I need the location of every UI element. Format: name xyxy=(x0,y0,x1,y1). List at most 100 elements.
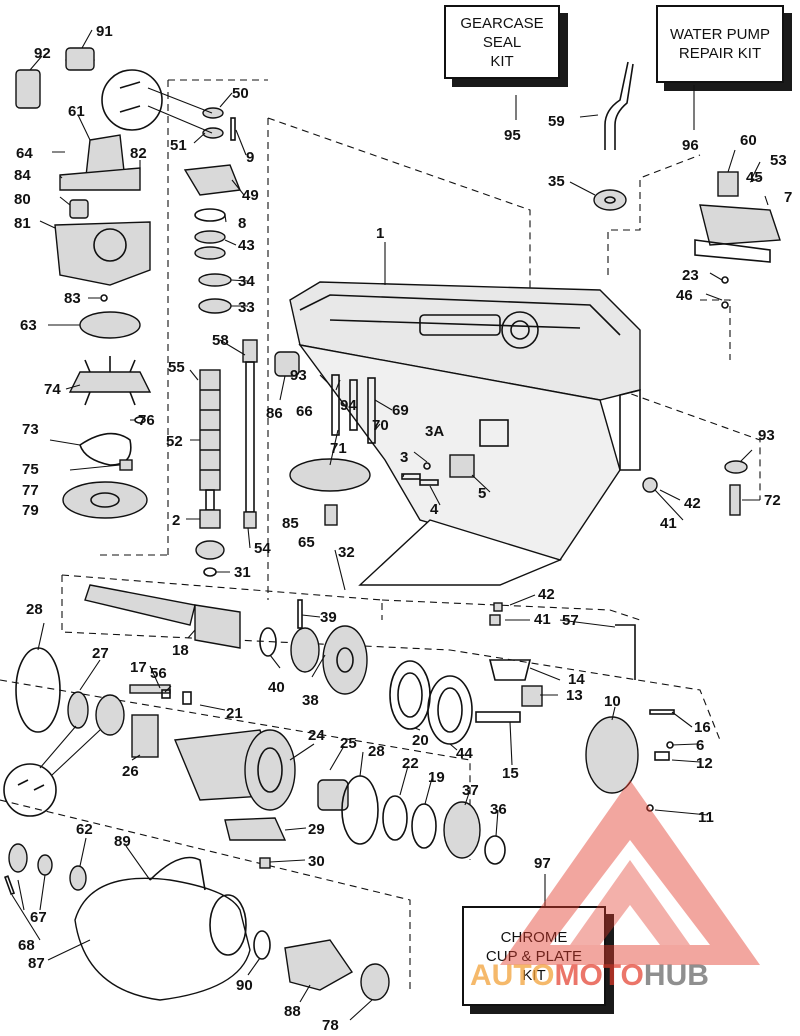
callout-3A: 3A xyxy=(425,423,444,440)
callout-51: 51 xyxy=(170,137,187,154)
callout-4: 4 xyxy=(430,501,439,518)
callout-52: 52 xyxy=(166,433,183,450)
callout-28a: 28 xyxy=(26,601,43,618)
callout-27: 27 xyxy=(92,645,109,662)
callout-82: 82 xyxy=(130,145,147,162)
callout-72: 72 xyxy=(764,492,781,509)
callout-65: 65 xyxy=(298,534,315,551)
callout-96: 96 xyxy=(682,137,699,154)
callout-8: 8 xyxy=(238,215,246,232)
callout-35: 35 xyxy=(548,173,565,190)
callout-94: 94 xyxy=(340,397,357,414)
callout-25: 25 xyxy=(340,735,357,752)
center-parts xyxy=(274,61,781,526)
callout-54: 54 xyxy=(254,540,271,557)
callout-24: 24 xyxy=(308,727,325,744)
callout-74: 74 xyxy=(44,381,61,398)
callout-33: 33 xyxy=(238,299,255,316)
callout-14: 14 xyxy=(568,671,585,688)
callout-10: 10 xyxy=(604,693,621,710)
callout-2: 2 xyxy=(172,512,180,529)
callout-38: 38 xyxy=(302,692,319,709)
callout-79: 79 xyxy=(22,502,39,519)
callout-21: 21 xyxy=(226,705,243,722)
watermark-mountain-icon xyxy=(570,860,690,945)
callout-64: 64 xyxy=(16,145,33,162)
callout-13: 13 xyxy=(566,687,583,704)
callout-49: 49 xyxy=(242,187,259,204)
callout-20: 20 xyxy=(412,732,429,749)
callout-9: 9 xyxy=(246,149,254,166)
callout-85: 85 xyxy=(282,515,299,532)
callout-78: 78 xyxy=(322,1017,339,1034)
watermark-text: AUTOMOTOHUB xyxy=(470,959,709,992)
callout-26: 26 xyxy=(122,763,139,780)
callout-88: 88 xyxy=(284,1003,301,1020)
callout-1: 1 xyxy=(376,225,384,242)
callout-23: 23 xyxy=(682,267,699,284)
callout-93b: 93 xyxy=(758,427,775,444)
driveshaft-stack xyxy=(183,107,258,577)
callout-22: 22 xyxy=(402,755,419,772)
clip-detail-views xyxy=(3,69,213,817)
propshaft-and-gears xyxy=(15,584,675,869)
water-pump-parts xyxy=(15,47,152,519)
callout-18: 18 xyxy=(172,642,189,659)
callout-3: 3 xyxy=(400,449,408,466)
callout-6: 6 xyxy=(696,737,704,754)
callout-40: 40 xyxy=(268,679,285,696)
gearcase-housing xyxy=(289,281,641,586)
callout-84: 84 xyxy=(14,167,31,184)
callout-77: 77 xyxy=(22,482,39,499)
callout-53: 53 xyxy=(770,152,787,169)
callout-17: 17 xyxy=(130,659,147,676)
callout-93a: 93 xyxy=(290,367,307,384)
callout-95: 95 xyxy=(504,127,521,144)
callout-45: 45 xyxy=(746,169,763,186)
callout-83: 83 xyxy=(64,290,81,307)
callout-69: 69 xyxy=(392,402,409,419)
callout-63: 63 xyxy=(20,317,37,334)
callout-34: 34 xyxy=(238,273,255,290)
callout-labels: 91 92 61 64 82 84 80 81 83 63 74 55 76 7… xyxy=(14,23,792,1034)
callout-62: 62 xyxy=(76,821,93,838)
callout-97: 97 xyxy=(534,855,551,872)
callout-50: 50 xyxy=(232,85,249,102)
callout-46: 46 xyxy=(676,287,693,304)
callout-19: 19 xyxy=(428,769,445,786)
watermark-logo: AUTOMOTOHUB xyxy=(470,780,760,992)
leader-lines xyxy=(11,29,769,1021)
callout-12: 12 xyxy=(696,755,713,772)
callout-7: 7 xyxy=(784,189,792,206)
callout-60: 60 xyxy=(740,132,757,149)
callout-28b: 28 xyxy=(368,743,385,760)
callout-75: 75 xyxy=(22,461,39,478)
gearcase-seal-kit-box: GEARCASE SEAL KIT xyxy=(444,5,560,79)
callout-70: 70 xyxy=(372,417,389,434)
callout-37: 37 xyxy=(462,782,479,799)
callout-59: 59 xyxy=(548,113,565,130)
callout-73: 73 xyxy=(22,421,39,438)
callout-16: 16 xyxy=(694,719,711,736)
callout-90: 90 xyxy=(236,977,253,994)
callout-71: 71 xyxy=(330,440,347,457)
callout-80: 80 xyxy=(14,191,31,208)
callout-31: 31 xyxy=(234,564,251,581)
callout-42a: 42 xyxy=(684,495,701,512)
callout-61: 61 xyxy=(68,103,85,120)
callout-92: 92 xyxy=(34,45,51,62)
callout-81: 81 xyxy=(14,215,31,232)
callout-41b: 41 xyxy=(534,611,551,628)
callout-36: 36 xyxy=(490,801,507,818)
callout-32: 32 xyxy=(338,544,355,561)
callout-11: 11 xyxy=(698,809,714,826)
callout-89: 89 xyxy=(114,833,131,850)
chrome-cup-plate-kit-box: CHROME CUP & PLATE KIT xyxy=(462,906,606,1006)
callout-29: 29 xyxy=(308,821,325,838)
callout-67: 67 xyxy=(30,909,47,926)
callout-5: 5 xyxy=(478,485,486,502)
callout-43: 43 xyxy=(238,237,255,254)
callout-87: 87 xyxy=(28,955,45,972)
callout-68: 68 xyxy=(18,937,35,954)
